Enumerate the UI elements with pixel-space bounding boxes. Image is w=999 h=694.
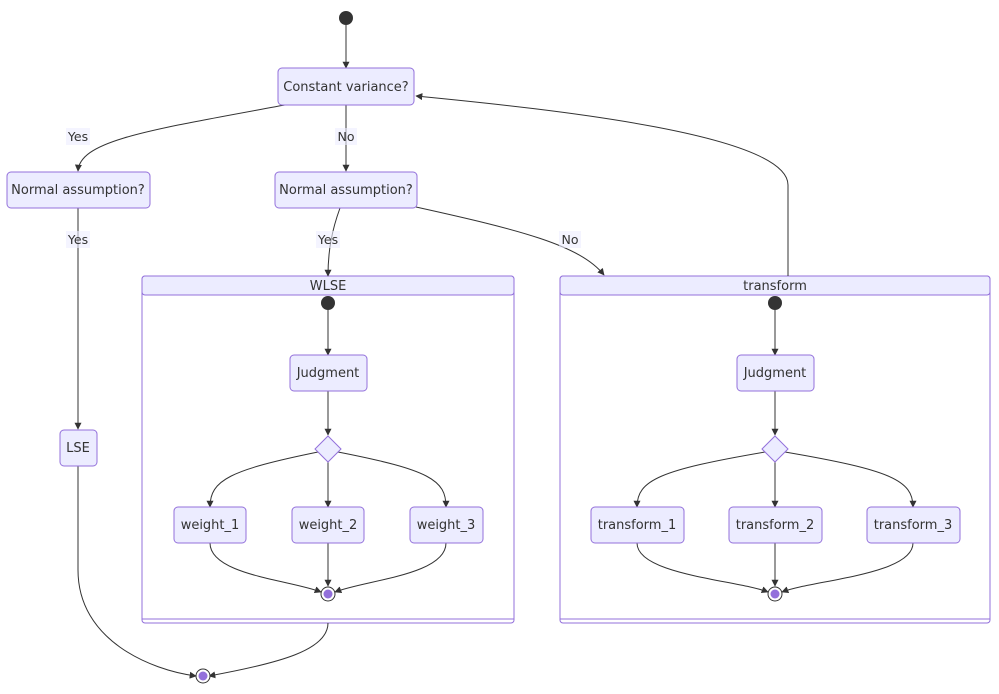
edge-tr-choice-t1 <box>633 451 766 508</box>
state-lse-label: LSE <box>66 441 90 456</box>
edges <box>74 25 917 679</box>
edge-wlse-choice-w3 <box>337 451 450 508</box>
edge-wlse-w1-end <box>209 542 322 593</box>
state-transform-2-label: transform_2 <box>736 518 815 533</box>
transform-start-node <box>768 296 782 310</box>
state-transform-3-label: transform_3 <box>874 518 953 533</box>
edge-label-normal-left-yes: Yes <box>66 231 90 248</box>
transform-choice-node <box>761 435 789 463</box>
edge-wlse-choice-w1 <box>206 451 319 508</box>
edge-label-normal-mid-no: No <box>559 231 581 248</box>
edge-tr-choice-t3 <box>784 451 917 508</box>
svg-text:Yes: Yes <box>67 129 88 144</box>
svg-text:No: No <box>338 129 355 144</box>
state-transform-3[interactable]: transform_3 <box>866 506 961 544</box>
state-normal-assumption-mid[interactable]: Normal assumption? <box>274 171 418 209</box>
state-weight-3-label: weight_3 <box>417 518 476 533</box>
end-node <box>195 668 211 684</box>
wlse-start-node <box>321 296 335 310</box>
start-node <box>339 11 353 25</box>
svg-text:Yes: Yes <box>317 232 338 247</box>
edge-label-cv-yes: Yes <box>66 128 90 145</box>
edge-tr-t1-end <box>636 542 769 593</box>
edge-wlse-to-end <box>208 622 329 679</box>
edge-lse-to-end <box>77 466 197 679</box>
state-transform-judgment[interactable]: Judgment <box>736 354 815 392</box>
state-transform-1-label: transform_1 <box>598 518 677 533</box>
state-lse[interactable]: LSE <box>59 429 98 467</box>
wlse-end-node <box>320 586 336 602</box>
state-normal-assumption-left[interactable]: Normal assumption? <box>6 171 151 209</box>
transform-end-node <box>767 586 783 602</box>
state-transform-1[interactable]: transform_1 <box>590 506 685 544</box>
state-normal-assumption-mid-label: Normal assumption? <box>279 183 413 198</box>
edge-normal-mid-no <box>415 206 605 276</box>
svg-text:Yes: Yes <box>67 232 88 247</box>
state-transform-judgment-label: Judgment <box>743 366 807 381</box>
state-weight-1-label: weight_1 <box>181 518 240 533</box>
edge-wlse-w3-end <box>334 542 447 593</box>
state-constant-variance[interactable]: Constant variance? <box>277 67 415 106</box>
cluster-wlse-title: WLSE <box>310 279 347 294</box>
edge-cv-yes <box>74 103 291 172</box>
state-constant-variance-label: Constant variance? <box>283 80 408 95</box>
state-weight-2[interactable]: weight_2 <box>291 506 365 544</box>
state-weight-3[interactable]: weight_3 <box>409 506 484 544</box>
edge-label-normal-mid-yes: Yes <box>316 231 340 248</box>
wlse-choice-node <box>314 435 342 463</box>
state-weight-1[interactable]: weight_1 <box>173 506 247 544</box>
edge-tr-t3-end <box>781 542 914 593</box>
svg-text:No: No <box>562 232 579 247</box>
state-wlse-judgment[interactable]: Judgment <box>289 354 368 392</box>
state-normal-assumption-left-label: Normal assumption? <box>11 183 145 198</box>
state-wlse-judgment-label: Judgment <box>296 366 360 381</box>
edge-label-cv-no: No <box>335 128 357 145</box>
state-weight-2-label: weight_2 <box>299 518 358 533</box>
cluster-transform-title: transform <box>743 279 807 294</box>
state-transform-2[interactable]: transform_2 <box>728 506 823 544</box>
edge-transform-loop <box>415 93 789 276</box>
